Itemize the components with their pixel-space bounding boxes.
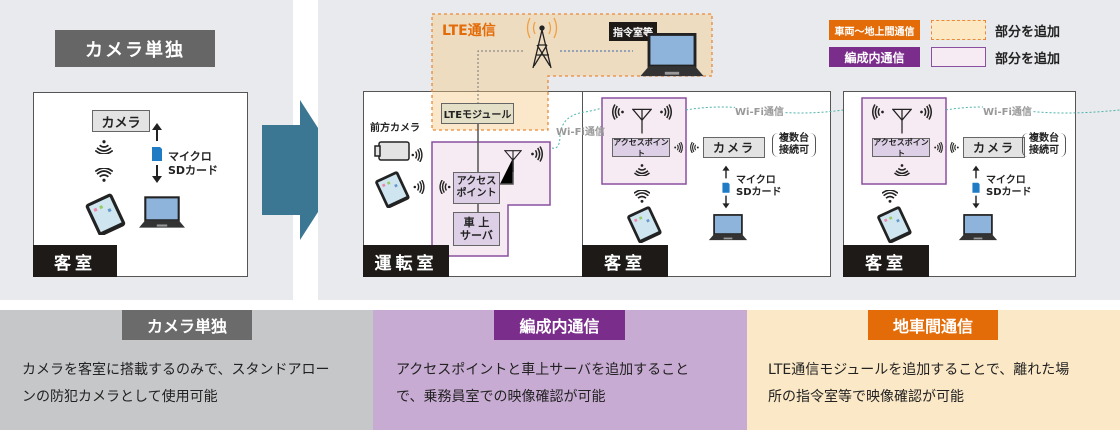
tablet-icon: [372, 170, 412, 208]
wifi-link-1: [551, 107, 603, 149]
wifi-link-2: [685, 106, 844, 114]
wifi-right-icon: [934, 142, 943, 153]
sd-label-2: SDカード: [986, 187, 1032, 198]
lte-module: LTEモジュール: [441, 103, 514, 124]
server-label-2: サーバ: [460, 229, 493, 242]
camera-box: カメラ: [92, 110, 150, 132]
wifi-left-icon: [439, 180, 451, 194]
legend-swatch-intra: [931, 47, 986, 67]
column-title-ground: 地車間通信: [868, 310, 998, 340]
lte-link-line: [477, 50, 525, 104]
sd-card-transfer-icon: [971, 163, 981, 211]
tablet-icon: [624, 205, 664, 243]
column-title-standalone: カメラ単独: [122, 310, 252, 340]
ap-label-1: アクセス: [456, 176, 497, 187]
text-line: ンの防犯カメラとして使用可能: [22, 389, 218, 405]
wifi-left-icon: [612, 104, 624, 120]
laptop-icon: [958, 214, 998, 242]
wifi-right-icon: [413, 180, 425, 194]
legend-tag-ground: 車両〜地上間通信: [829, 20, 920, 40]
text-line: で、乗務員室での映像確認が可能: [396, 389, 606, 405]
sd-card-transfer-icon: [721, 163, 731, 211]
wifi-right-icon: [660, 104, 672, 120]
wifi-right-icon: [920, 104, 932, 120]
command-room-laptop-icon: [638, 33, 706, 79]
laptop-icon: [708, 214, 748, 242]
standalone-title: カメラ単独: [55, 30, 215, 67]
wifi-label: Wi-Fi通信: [735, 103, 784, 118]
wifi-left-icon: [950, 142, 959, 153]
onboard-server: 車 上サーバ: [453, 212, 500, 246]
room-label-passenger-1: 客室: [582, 245, 668, 277]
sd-label-1: マイクロ: [736, 175, 776, 186]
multi-label-2: 接続可: [779, 145, 809, 156]
room-label-driver: 運転室: [363, 245, 449, 277]
legend-tag-intra: 編成内通信: [829, 47, 920, 67]
lte-area: [431, 13, 713, 131]
text-line: LTE通信モジュールを追加することで、離れた場: [768, 362, 1070, 378]
wifi-right-icon: [411, 148, 423, 162]
wifi-label: Wi-Fi通信: [556, 127, 605, 138]
wifi-link-3: [945, 106, 1120, 114]
access-point: アクセスポイント: [872, 137, 930, 158]
front-camera-label: 前方カメラ: [370, 123, 420, 134]
lte-title: LTE通信: [442, 23, 496, 39]
text-line: 所の指令室等で映像確認が可能: [768, 389, 964, 405]
access-point: アクセスポイント: [612, 137, 670, 158]
legend-swatch-lte: [931, 20, 986, 40]
antenna-tower-icon: [526, 17, 558, 69]
antenna-icon: [504, 150, 522, 172]
room-label: 客室: [33, 245, 117, 277]
text-line: アクセスポイントと車上サーバを追加すること: [396, 362, 690, 378]
access-point-driver: アクセスポイント: [453, 172, 500, 204]
multi-connection-note: 複数台接続可: [1022, 133, 1066, 157]
sd-label-1: マイクロ: [986, 175, 1026, 186]
column-text-ground: LTE通信モジュールを追加することで、離れた場所の指令室等で映像確認が可能: [768, 357, 1069, 411]
multi-label-2: 接続可: [1029, 145, 1059, 156]
wifi-left-icon: [872, 104, 884, 120]
wifi-right-icon: [531, 146, 543, 162]
multi-connection-note: 複数台接続可: [772, 133, 816, 157]
tablet-icon: [874, 205, 914, 243]
room-label-passenger-2: 客室: [843, 245, 929, 277]
wifi-left-icon: [690, 142, 699, 153]
ap-label-2: ポイント: [456, 188, 497, 199]
legend-text-ground: 部分を追加: [995, 25, 1061, 40]
camera-box: カメラ: [703, 137, 765, 158]
wifi-up-icon: [634, 190, 650, 203]
column-text-standalone: カメラを客室に搭載するのみで、スタンドアローンの防犯カメラとして使用可能: [22, 357, 329, 411]
column-title-intra-train: 編成内通信: [494, 310, 625, 340]
sd-label-2: SDカード: [736, 187, 782, 198]
sd-label-1: マイクロ: [168, 150, 212, 163]
multi-label-1: 複数台: [779, 133, 809, 144]
wifi-down-icon: [634, 164, 650, 176]
sd-label-2: SDカード: [168, 164, 219, 177]
camera-box: カメラ: [963, 137, 1025, 158]
command-room-label: 指令室等: [609, 22, 657, 41]
wifi-up-icon: [882, 190, 898, 203]
wifi-right-icon: [674, 142, 683, 153]
server-label-1: 車 上: [463, 216, 490, 229]
text-line: カメラを客室に搭載するのみで、スタンドアロー: [22, 362, 330, 378]
column-text-intra-train: アクセスポイントと車上サーバを追加することで、乗務員室での映像確認が可能: [396, 357, 689, 411]
front-camera-icon: [374, 141, 410, 161]
legend-text-intra: 部分を追加: [995, 52, 1061, 67]
multi-label-1: 複数台: [1029, 133, 1059, 144]
arrow-right-icon: [262, 100, 345, 240]
antenna-icon: [892, 108, 912, 134]
wifi-down-icon: [894, 164, 910, 176]
wifi-label: Wi-Fi通信: [983, 103, 1032, 118]
antenna-icon: [632, 108, 652, 134]
